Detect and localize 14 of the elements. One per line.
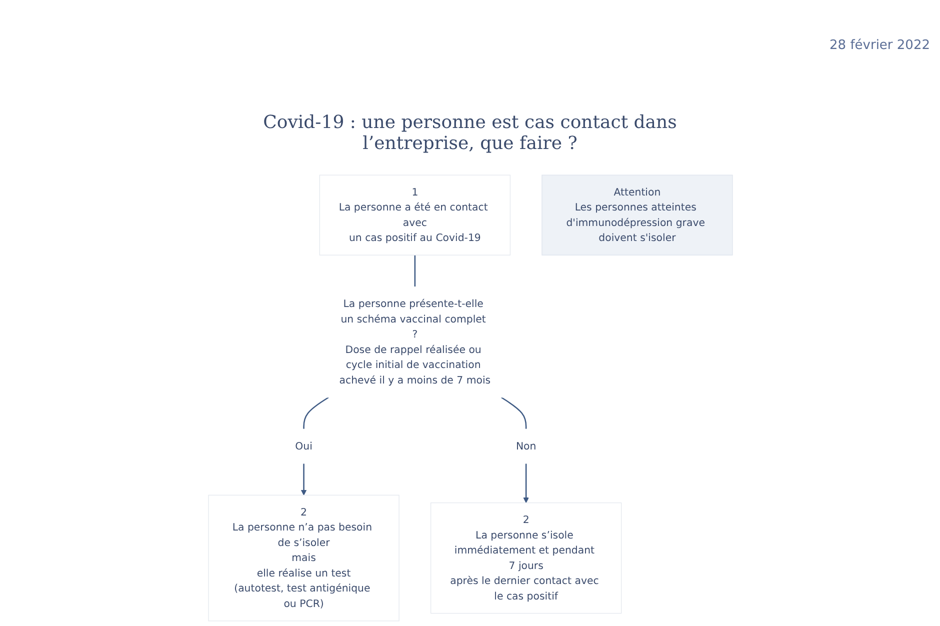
- node-box: 2 La personne s’isole immédiatement et pendant 7 jours après le dernier contact avec le cas positif: [430, 502, 622, 614]
- node-text: Oui: [294, 440, 312, 452]
- date-text: 28 février 2022: [830, 38, 930, 53]
- connector: [500, 396, 526, 430]
- connector: [414, 255, 416, 287]
- node-box: 1 La personne a été en contact avec un cas positif au Covid-19: [318, 174, 510, 256]
- node-box: 2 La personne n’a pas besoin de s’isoler mais elle réalise un test (autotest, test antigénique ou PCR): [208, 494, 399, 622]
- node-box: Attention Les personnes atteintes d'immunodépression grave doivent s'isoler: [541, 174, 732, 256]
- connector: [302, 396, 328, 430]
- arrow: [522, 463, 528, 504]
- node-text: Non: [515, 440, 536, 452]
- diagram-title: Covid-19 : une personne est cas contact dans l’entreprise, que faire ?: [262, 112, 678, 154]
- arrow: [300, 463, 306, 496]
- node-text: La personne présente-t-elle un schéma vaccinal complet ? Dose de rappel réalisée ou cycle initial de vaccination achevé il y a moins de 7 mois: [338, 298, 490, 386]
